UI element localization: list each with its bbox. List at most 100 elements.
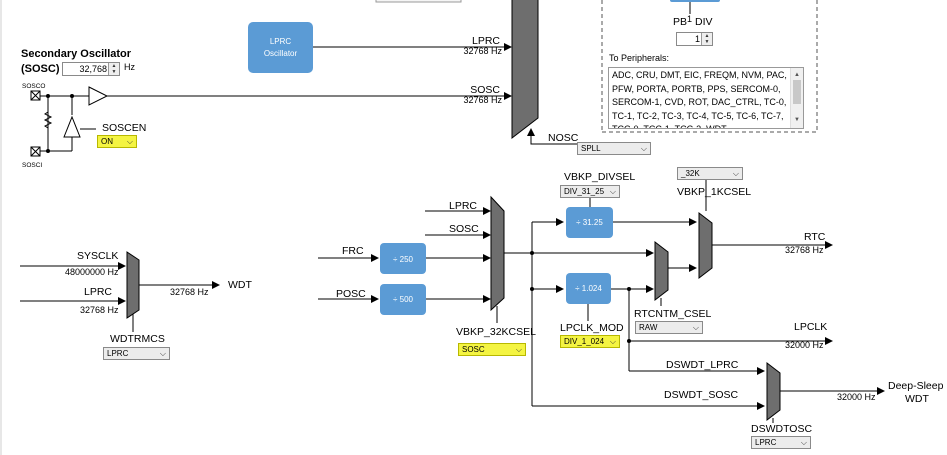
osc-select-mux [511, 0, 539, 140]
main-sosc-freq: 32768 Hz [463, 95, 502, 105]
wdt-out-freq: 32768 Hz [170, 287, 209, 297]
peripherals-text: ADC, CRU, DMT, EIC, FREQM, NVM, PAC, PFW… [612, 70, 787, 129]
div-3125-label: ÷ 31.25 [576, 218, 603, 227]
nosc-value: SPLL [581, 144, 601, 153]
rtcntm-csel-label: RTCNTM_CSEL [634, 308, 712, 320]
chevron-down-icon: ⌵ [692, 323, 699, 332]
main-lprc-freq: 32768 Hz [463, 46, 502, 56]
scroll-down-icon[interactable]: ▼ [794, 116, 800, 123]
peripherals-list[interactable]: ADC, CRU, DMT, EIC, FREQM, NVM, PAC, PFW… [608, 67, 804, 129]
sosc-freq-unit: Hz [124, 62, 135, 72]
sosco-pin-icon [30, 90, 41, 101]
soscen-select[interactable]: ON ⌵ [97, 135, 137, 148]
sosco-pin-label: SOSCO [22, 83, 45, 90]
rtc-label: RTC [804, 231, 826, 243]
lprc-osc-line2: Oscillator [264, 49, 298, 58]
wdtrmcs-mux [126, 251, 140, 319]
vbkp-divsel-select[interactable]: DIV_31_25 ⌵ [560, 185, 620, 198]
div-250-block [380, 243, 426, 274]
sosc-frequency-input[interactable]: 32,768 ▲▼ [62, 62, 120, 76]
scroll-up-icon[interactable]: ▲ [794, 72, 800, 78]
div-1024-label: ÷ 1.024 [575, 284, 602, 293]
node-dot [46, 149, 50, 153]
lpclk-mod-label: LPCLK_MOD [560, 322, 624, 334]
vbkp-divsel-value: DIV_31_25 [564, 187, 605, 196]
vbkp-32kcsel-select[interactable]: SOSC ⌵ [458, 343, 526, 356]
rtcntm-csel-select[interactable]: RAW ⌵ [635, 321, 703, 334]
wdt-lprc-freq: 32768 Hz [80, 305, 119, 315]
vbkp-lprc-label: LPRC [449, 200, 477, 212]
nosc-select[interactable]: SPLL ⌵ [577, 142, 651, 155]
div-1024-block [566, 273, 611, 304]
chevron-down-icon: ⌵ [732, 169, 739, 178]
wdt-sysclk-label: SYSCLK [77, 250, 118, 262]
vbkp-1kcsel-label: VBKP_1KCSEL [677, 186, 751, 198]
rtcntm-csel-mux [654, 240, 669, 302]
dswdt-sosc-label: DSWDT_SOSC [664, 389, 739, 401]
vbkp-1kcsel-mux [698, 211, 713, 280]
main-lprc-label: LPRC [472, 35, 500, 47]
wdtrmcs-label: WDTRMCS [110, 333, 165, 345]
node-dot [70, 94, 74, 98]
main-sosc-label: SOSC [470, 84, 500, 96]
vbkp-32kcsel-value: SOSC [462, 345, 485, 354]
div-3125-block [566, 207, 613, 238]
pb-label-right: DIV [695, 16, 713, 28]
sosc-amplifier-icon [63, 115, 81, 138]
chevron-down-icon: ⌵ [126, 137, 133, 146]
chevron-down-icon: ⌵ [640, 144, 647, 153]
vbkp-1kcsel-select[interactable]: _32K ⌵ [677, 167, 743, 180]
dswdtosc-mux [766, 361, 781, 422]
chevron-down-icon: ⌵ [609, 187, 616, 196]
soscen-value: ON [101, 137, 113, 146]
vbkp-sosc-label: SOSC [449, 223, 479, 235]
chevron-down-icon: ⌵ [800, 438, 807, 447]
div-500-label: ÷ 500 [393, 295, 414, 304]
chevron-down-icon: ⌵ [159, 349, 166, 358]
dswdt-freq: 32000 Hz [837, 392, 876, 402]
dswdtosc-label: DSWDTOSC [751, 423, 812, 435]
scroll-thumb[interactable] [793, 80, 801, 104]
chevron-down-icon: ⌵ [515, 345, 522, 354]
lprc-oscillator-block [248, 22, 313, 73]
pb-label-num: 1 [687, 14, 692, 24]
wdtrmcs-value: LPRC [107, 349, 129, 358]
spinner-arrows-icon[interactable]: ▲▼ [701, 33, 712, 45]
chevron-down-icon: ⌵ [609, 337, 616, 346]
peripherals-scrollbar[interactable]: ▲ ▼ [790, 68, 803, 128]
pb-label-left: PB [673, 16, 687, 28]
wdt-sysclk-freq: 48000000 Hz [65, 267, 119, 277]
vbkp-1kcsel-value: _32K [681, 169, 700, 178]
dswdtosc-select[interactable]: LPRC ⌵ [751, 436, 811, 449]
sosc-title-1: Secondary Oscillator [21, 48, 132, 60]
spinner-arrows-icon[interactable]: ▲▼ [108, 63, 119, 75]
crystal-wiring [40, 95, 89, 152]
pb-div-input[interactable]: 1 ▲▼ [676, 32, 713, 46]
rtcntm-csel-value: RAW [639, 323, 658, 332]
sosci-pin-icon [30, 146, 41, 157]
sosc-buffer-icon [88, 86, 109, 106]
div-250-label: ÷ 250 [393, 255, 414, 264]
dswdtosc-value: LPRC [755, 438, 777, 447]
lpclk-mod-value: DIV_1_024 [564, 337, 605, 346]
wdtrmcs-select[interactable]: LPRC ⌵ [103, 347, 170, 360]
dswdt-lprc-label: DSWDT_LPRC [666, 359, 739, 371]
wdt-out-label: WDT [228, 279, 252, 291]
sosci-pin-label: SOSCI [22, 162, 42, 169]
deep-sleep-label-2: WDT [905, 393, 929, 405]
node-dot [46, 94, 50, 98]
pb-div-value: 1 [694, 34, 700, 44]
wdt-lprc-label: LPRC [84, 286, 112, 298]
vbkp-divsel-label: VBKP_DIVSEL [564, 171, 635, 183]
vbkp-posc-label: POSC [336, 288, 366, 300]
rtc-freq: 32768 Hz [785, 245, 824, 255]
nosc-label: NOSC [548, 132, 579, 144]
top-box-fragment [375, 0, 462, 3]
soscen-label: SOSCEN [102, 122, 146, 134]
sosc-title-2: (SOSC) [21, 63, 60, 75]
pb-div-block [670, 0, 720, 2]
lpclk-mod-select[interactable]: DIV_1_024 ⌵ [560, 335, 620, 348]
vbkp-32kcsel-label: VBKP_32KCSEL [456, 326, 536, 338]
lpclk-freq: 32000 Hz [785, 340, 824, 350]
